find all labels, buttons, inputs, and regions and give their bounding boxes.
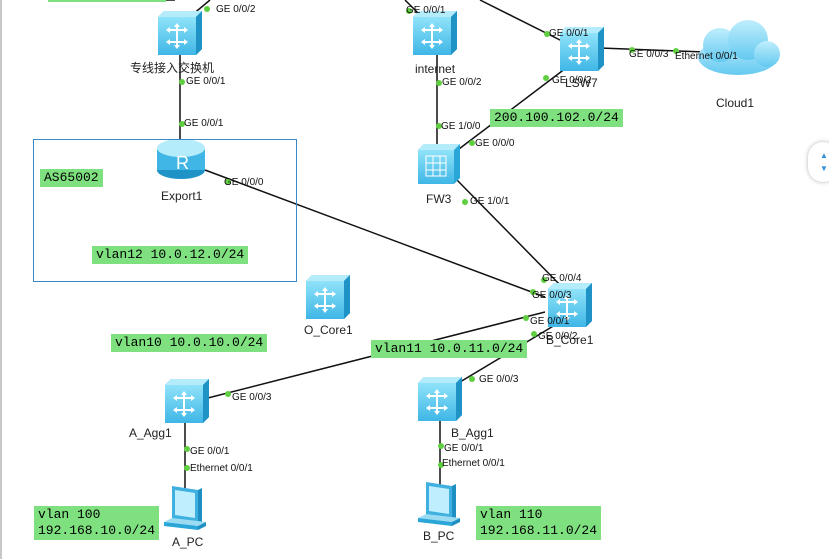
vlan12-label: vlan12 10.0.12.0/24 [92, 246, 249, 264]
device-label-export1: Export1 [161, 189, 203, 203]
a-pc-icon[interactable] [164, 486, 206, 530]
port-label: GE 0/0/2 [552, 75, 592, 86]
vlan11-label: vlan11 10.0.11.0/24 [371, 340, 528, 358]
port-label: GE 0/0/1 [190, 446, 230, 457]
port-label: GE 0/0/3 [629, 49, 669, 60]
chevron-down-icon[interactable]: ▼ [820, 164, 828, 173]
line-switch-icon[interactable] [157, 10, 203, 56]
device-label-a-pc: A_PC [172, 535, 204, 549]
o-core1-switch-icon[interactable] [305, 274, 351, 320]
link-fw3-lsw7 [454, 64, 571, 153]
port-label: GE 0/0/4 [542, 273, 582, 284]
network-200-label: 200.100.102.0/24 [490, 109, 623, 127]
port-label: GE 0/0/1 [186, 76, 226, 87]
port-dot [436, 80, 442, 86]
port-dot [406, 8, 412, 14]
port-dot [543, 75, 549, 81]
link-lsw7-cloud1 [599, 47, 706, 53]
port-dot [673, 48, 679, 54]
port-dot [469, 376, 475, 382]
port-label: GE 0/0/3 [532, 290, 572, 301]
port-label: GE 0/0/1 [549, 28, 589, 39]
port-label: GE 0/0/1 [444, 443, 484, 454]
port-dot [531, 331, 537, 337]
device-label-b-pc: B_PC [423, 529, 455, 543]
port-dot [179, 79, 185, 85]
port-dot [544, 31, 550, 37]
firewall-icon[interactable] [418, 144, 460, 184]
zoom-scroll-widget[interactable]: ▲ ▼ [808, 142, 829, 182]
port-label: GE 0/0/0 [224, 177, 264, 188]
port-label: GE 0/0/2 [216, 4, 256, 15]
port-dot [179, 121, 185, 127]
link-fw3-bcore1 [454, 177, 566, 291]
device-label-lsw7: LSW7 [565, 76, 598, 90]
device-label-b-core1: B_Core1 [546, 333, 594, 347]
port-label: Ethernet 0/0/1 [190, 463, 253, 474]
port-label: Ethernet 0/0/1 [442, 458, 505, 469]
internet-switch-icon[interactable] [412, 10, 458, 56]
port-label: GE 1/0/0 [441, 121, 481, 132]
port-label: GE 0/0/2 [442, 77, 482, 88]
port-dot [438, 462, 444, 468]
port-dot [469, 140, 475, 146]
port-label: GE 1/0/1 [470, 196, 510, 207]
link-export1-bcore1 [204, 169, 546, 298]
device-label-o-core1: O_Core1 [304, 323, 353, 337]
router-icon[interactable]: R [157, 139, 205, 179]
port-dot [629, 47, 635, 53]
port-dot [523, 315, 529, 321]
port-label: GE 0/0/0 [475, 138, 515, 149]
port-label: GE 0/0/1 [530, 316, 570, 327]
chevron-up-icon[interactable]: ▲ [820, 151, 828, 160]
port-dot [462, 199, 468, 205]
port-dot [184, 465, 190, 471]
a-agg1-switch-icon[interactable] [164, 378, 210, 424]
port-dot [184, 446, 190, 452]
svg-text:R: R [176, 153, 189, 173]
cropped-label [48, 0, 166, 2]
device-label-a-agg1: A_Agg1 [129, 426, 172, 440]
port-label: GE 0/0/2 [538, 331, 578, 342]
vlan100-label: vlan 100 192.168.10.0/24 [34, 506, 160, 540]
link-lsw7-top [479, 0, 571, 46]
vlan10-label: vlan10 10.0.10.0/24 [111, 334, 268, 352]
device-label-internet: internet [415, 62, 456, 76]
as-area-box [33, 139, 297, 282]
device-label-fw3: FW3 [426, 192, 452, 206]
device-label-line-switch: 专线接入交换机 [130, 61, 215, 75]
b-agg1-switch-icon[interactable] [417, 376, 463, 422]
canvas-left-edge [0, 0, 2, 559]
port-dot [204, 6, 210, 12]
vlan110-label: vlan 110 192.168.11.0/24 [476, 506, 602, 540]
port-dot [438, 443, 444, 449]
port-dot [436, 123, 442, 129]
port-dot [225, 179, 231, 185]
port-dot [541, 277, 547, 283]
port-dot [225, 391, 231, 397]
port-label: GE 0/0/3 [232, 392, 272, 403]
port-dots [179, 6, 679, 471]
as-label: AS65002 [40, 169, 103, 187]
port-label: GE 0/0/1 [406, 5, 446, 16]
cloud-icon[interactable] [698, 20, 780, 75]
port-dot [530, 289, 536, 295]
port-label: GE 0/0/3 [479, 374, 519, 385]
port-label: Ethernet 0/0/1 [675, 51, 738, 62]
device-label-b-agg1: B_Agg1 [451, 426, 494, 440]
port-label: GE 0/0/1 [184, 118, 224, 129]
device-label-cloud1: Cloud1 [716, 96, 755, 110]
b-pc-icon[interactable] [418, 482, 460, 526]
